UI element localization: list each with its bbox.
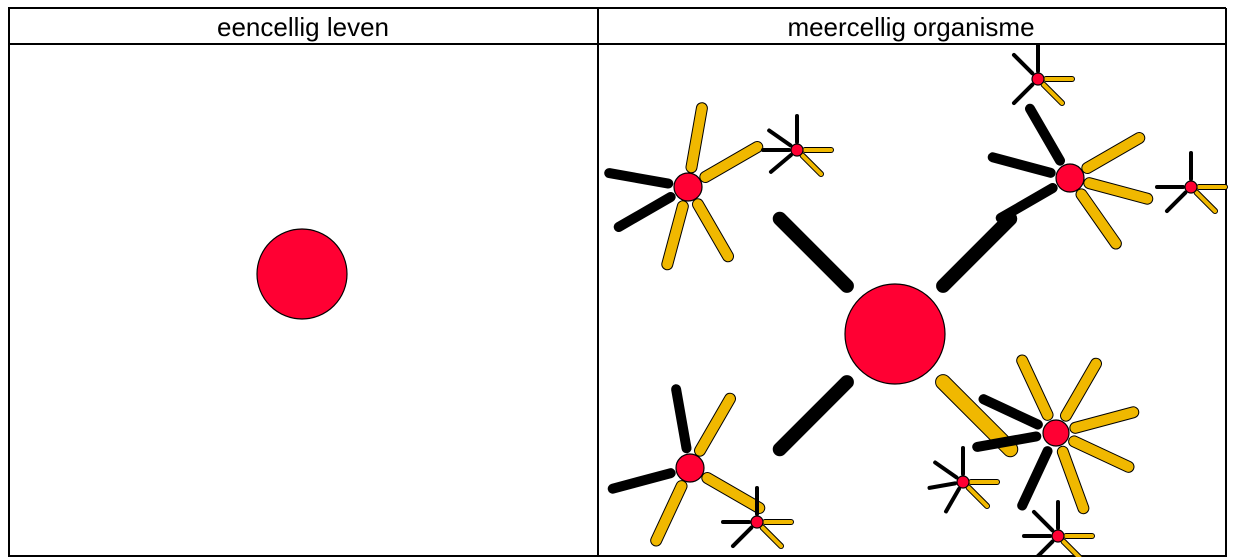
cell-body <box>1055 163 1085 193</box>
cell-body <box>956 475 970 489</box>
flagellum-black <box>613 192 676 232</box>
flagellum-black <box>978 394 1043 430</box>
flagellum-black <box>1011 52 1035 76</box>
flagellum-yellow <box>1070 407 1139 433</box>
flagellum-black <box>772 375 854 457</box>
flagellum-black <box>936 211 1018 293</box>
flagellum-black <box>987 152 1056 178</box>
flagellum-yellow <box>695 393 735 456</box>
flagellum-yellow <box>760 525 784 549</box>
flagellum-black <box>1034 539 1055 557</box>
flagellum-yellow <box>693 199 733 262</box>
cell-body <box>1031 72 1045 86</box>
cell-body <box>673 172 703 202</box>
single-cell <box>256 228 348 320</box>
flagellum-black <box>972 431 1042 452</box>
flagellum-black <box>604 168 674 189</box>
flagellated-cell-icon <box>761 114 834 178</box>
header-multicellular: meercellig organisme <box>787 12 1034 42</box>
flagellum-black <box>671 384 692 454</box>
flagellated-cell-icon <box>1011 43 1075 107</box>
flagellum-black <box>927 481 958 490</box>
multicellular-organism <box>604 43 1228 557</box>
flagellum-black <box>767 128 793 148</box>
flagellum-yellow <box>700 142 763 182</box>
flagellated-cell-icon <box>972 354 1140 515</box>
flagellated-cell-icon <box>721 486 794 550</box>
flagellum-yellow <box>1084 178 1153 204</box>
flagellated-cell-icon <box>1155 151 1228 215</box>
flagellum-black <box>944 486 961 514</box>
flagellum-yellow <box>966 485 990 509</box>
flagellum-yellow <box>1017 355 1053 420</box>
flagellum-black <box>1164 190 1188 214</box>
cell-body <box>1042 419 1070 447</box>
flagellum-black <box>1017 446 1053 511</box>
flagellated-cell-icon <box>607 384 766 547</box>
flagellum-yellow <box>1041 82 1065 106</box>
flagellum-black <box>730 525 754 549</box>
flagellated-cell-icon <box>604 102 764 271</box>
flagellum-black <box>933 460 959 480</box>
flagellum-black <box>772 211 854 293</box>
flagellum-yellow <box>1057 446 1089 514</box>
flagellum-yellow <box>800 153 824 177</box>
cell-body <box>844 283 946 385</box>
cell-body <box>1184 180 1198 194</box>
flagellum-yellow <box>1061 358 1101 421</box>
flagellated-cell-icon <box>772 211 1019 458</box>
flagellum-black <box>607 468 676 494</box>
flagellum-yellow <box>702 473 765 513</box>
flagellum-yellow <box>1082 133 1145 173</box>
flagellum-yellow <box>662 201 688 270</box>
cell-body <box>1051 529 1065 543</box>
flagellated-cell-icon <box>927 446 1000 514</box>
flagellum-black <box>1031 509 1055 533</box>
flagellum-yellow <box>1069 436 1134 472</box>
flagellum-yellow <box>651 481 687 546</box>
flagellum-black <box>995 183 1058 223</box>
flagellum-yellow <box>1194 190 1218 214</box>
cell-body <box>790 143 804 157</box>
cell-body <box>675 453 705 483</box>
flagellum-yellow <box>1076 189 1121 249</box>
table-frame <box>8 7 1227 557</box>
header-unicellular: eencellig leven <box>217 12 389 42</box>
flagellated-cell-icon <box>987 103 1154 250</box>
flagellum-black <box>1011 82 1035 106</box>
cell-body <box>750 515 764 529</box>
flagellum-yellow <box>686 103 707 173</box>
flagellated-cell-icon <box>1022 500 1095 557</box>
flagellum-black <box>1025 103 1065 166</box>
flagellum-black <box>768 153 793 174</box>
